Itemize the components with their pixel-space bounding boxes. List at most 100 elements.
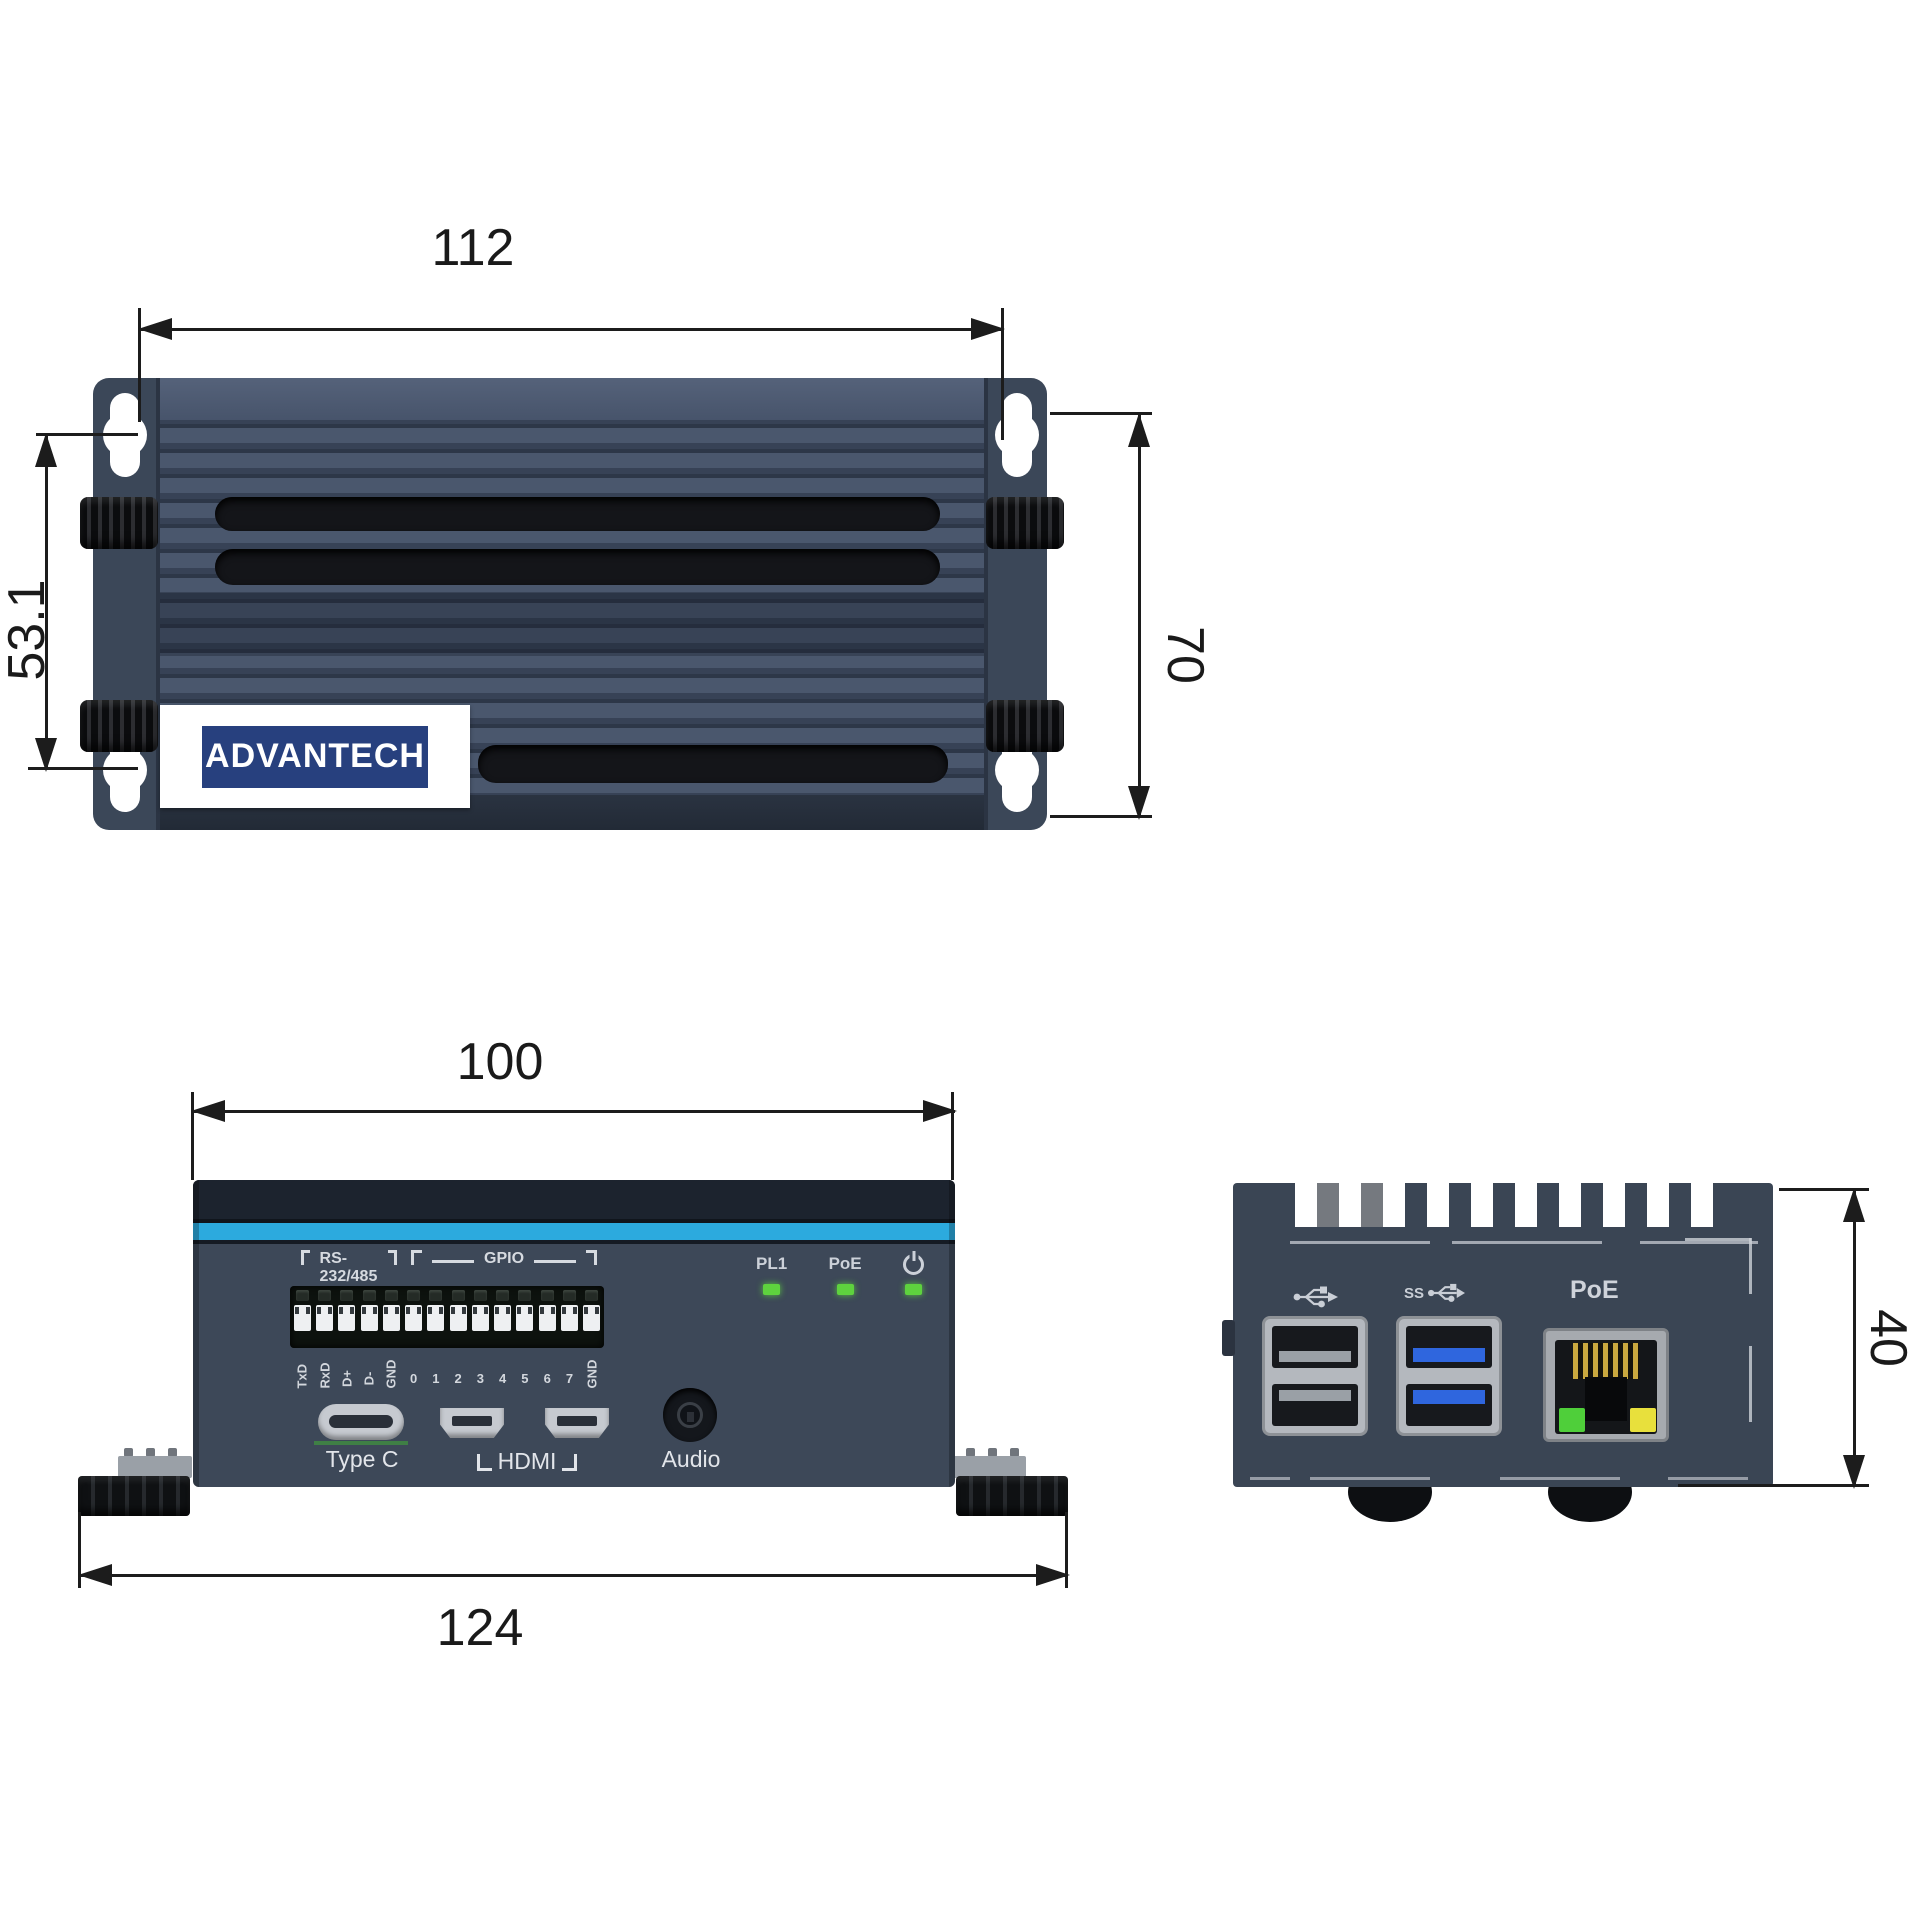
usb-a-port [1272, 1326, 1358, 1368]
terminal-label: D- [361, 1371, 377, 1385]
green-led [905, 1284, 922, 1295]
foot-rib [988, 1448, 997, 1457]
terminal-label: 5 [521, 1370, 529, 1386]
usb-trident-glyph [1428, 1283, 1466, 1302]
extension-line [138, 308, 141, 422]
dimension-112: 112 [431, 219, 515, 277]
bracket-hook [411, 1250, 422, 1265]
terminal-screw [429, 1290, 443, 1301]
terminal-cell [559, 1286, 579, 1348]
terminal-screw [473, 1290, 487, 1301]
heatsink-vent-slot [215, 497, 940, 531]
terminal-cell [582, 1286, 602, 1348]
bracket-hook [586, 1250, 598, 1265]
foot-rib [966, 1448, 975, 1457]
terminal-clamp [449, 1305, 467, 1331]
usb-a-port [1406, 1326, 1492, 1368]
terminal-block [290, 1286, 604, 1348]
terminal-cell [493, 1286, 513, 1348]
terminal-label: 6 [543, 1370, 551, 1386]
advantech-logo: ADVANTECH [202, 725, 428, 788]
rj45-pins [1573, 1343, 1639, 1379]
foot-rib [168, 1448, 177, 1457]
panel-highlight [1290, 1241, 1430, 1244]
green-led [763, 1284, 781, 1295]
heatsink-notch [1383, 1183, 1405, 1227]
led-label: PoE [828, 1254, 862, 1273]
heatsink-notch [1603, 1183, 1625, 1227]
foot-rib [146, 1448, 155, 1457]
dimension-40: 40 [1859, 1309, 1917, 1367]
terminal-label: 0 [409, 1370, 418, 1386]
terminal-screw [496, 1290, 510, 1301]
terminal-clamp [516, 1305, 534, 1331]
heatsink-notch [1647, 1183, 1669, 1227]
extension-line [28, 767, 138, 770]
terminal-label: RxD [317, 1361, 333, 1388]
terminal-clamp [560, 1305, 578, 1331]
usb3-tongue [1413, 1348, 1485, 1362]
heatsink-notch [1295, 1183, 1317, 1227]
terminal-cell [537, 1286, 557, 1348]
usb-c-port [318, 1404, 404, 1440]
usb3-ss-text: SS [1404, 1284, 1425, 1302]
heatsink-fin-profile [1233, 1183, 1773, 1229]
rs232-485-bracket: RS-232/485 [296, 1250, 402, 1286]
hdmi-bracket: HDMI [458, 1448, 596, 1475]
terminal-clamp [360, 1305, 378, 1331]
side-tab [1222, 1320, 1235, 1356]
terminal-label: GND [383, 1359, 399, 1388]
terminal-screw [340, 1290, 354, 1301]
dimension-line-40 [1843, 1188, 1865, 1489]
bracket-corner [562, 1454, 578, 1471]
extension-line [1050, 815, 1152, 818]
bracket-line [534, 1260, 577, 1263]
mounting-tab [118, 1456, 192, 1478]
panel-outline [1500, 1477, 1620, 1480]
dimension-line-70 [1128, 413, 1150, 820]
chassis-seam [156, 378, 160, 830]
heatsink-notch [1559, 1183, 1581, 1227]
terminal-screw [318, 1290, 332, 1301]
terminal-cell [448, 1286, 468, 1348]
heatsink-notch [1691, 1183, 1713, 1227]
heatsink-notch [1339, 1183, 1361, 1227]
panel-groove [193, 1240, 955, 1244]
rubber-grommet [80, 497, 158, 549]
dimension-line-124 [78, 1564, 1070, 1586]
terminal-clamp [405, 1305, 423, 1331]
bracket-line [432, 1260, 474, 1263]
dimension-line-53.1 [35, 433, 57, 772]
mounting-keyhole [995, 393, 1039, 477]
terminal-clamp [382, 1305, 400, 1331]
heatsink-shadow-band [158, 592, 986, 656]
terminal-cell [337, 1286, 357, 1348]
audio-jack [663, 1388, 717, 1442]
dimension-100: 100 [456, 1033, 544, 1091]
arrowhead [1843, 1188, 1865, 1222]
terminal-cell [426, 1286, 446, 1348]
terminal-cell [404, 1286, 424, 1348]
usb3-dual-port [1396, 1316, 1502, 1436]
usb-tongue [1279, 1351, 1351, 1362]
terminal-label: TxD [294, 1363, 310, 1388]
brand-label: ADVANTECH [160, 705, 470, 808]
terminal-label: 4 [499, 1370, 507, 1386]
terminal-clamp [494, 1305, 512, 1331]
terminal-label: 3 [476, 1370, 484, 1386]
panel-outline [1668, 1477, 1748, 1480]
terminal-label: 2 [454, 1370, 462, 1386]
panel-groove [193, 1219, 955, 1223]
terminal-screw [518, 1290, 532, 1301]
extension-line [1001, 308, 1004, 440]
chassis-seam [984, 378, 988, 830]
panel-outline [1310, 1477, 1430, 1480]
led-indicator: PoE [829, 1254, 862, 1314]
front-top-band [193, 1180, 955, 1222]
bracket-hook [388, 1250, 397, 1265]
micro-hdmi-port [545, 1408, 609, 1438]
extension-line [78, 1512, 81, 1588]
gpio-label: GPIO [484, 1250, 525, 1267]
hdmi-label: HDMI [497, 1448, 557, 1474]
